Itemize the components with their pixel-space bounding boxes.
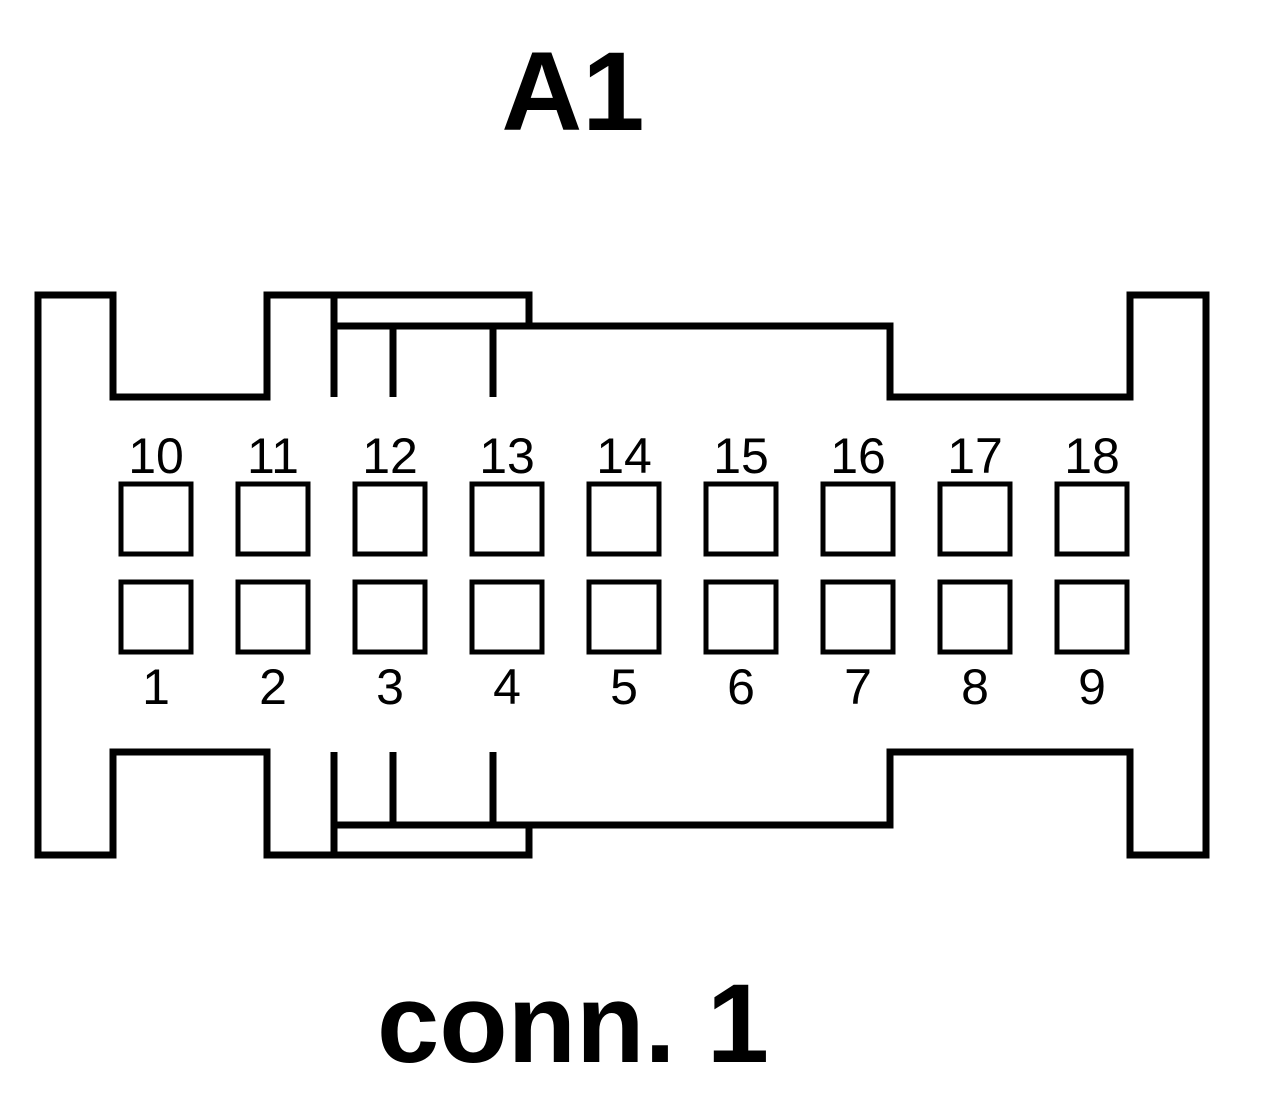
pin-cavity-13 xyxy=(469,481,545,557)
pin-number-6: 6 xyxy=(727,659,755,715)
pin-cavity-6 xyxy=(703,579,779,655)
pin-cavity-3 xyxy=(352,579,428,655)
bottom-latch xyxy=(330,752,529,855)
pin-number-2: 2 xyxy=(259,659,287,715)
pin-cavity-5 xyxy=(586,579,662,655)
pin-number-3: 3 xyxy=(376,659,404,715)
pin-number-11: 11 xyxy=(247,428,299,484)
top-latch xyxy=(330,295,529,397)
pin-cavity-16 xyxy=(820,481,896,557)
pin-cavity-15 xyxy=(703,481,779,557)
pin-number-17: 17 xyxy=(947,428,1003,484)
connector-name-label: conn. 1 xyxy=(377,961,769,1086)
pin-cavity-14 xyxy=(586,481,662,557)
pin-cavity-1 xyxy=(118,579,194,655)
pin-cavity-10 xyxy=(118,481,194,557)
pin-number-1: 1 xyxy=(142,659,170,715)
pin-cavity-11 xyxy=(235,481,311,557)
pin-cavity-4 xyxy=(469,579,545,655)
pin-cavity-9 xyxy=(1054,579,1130,655)
pin-cavity-12 xyxy=(352,481,428,557)
connector-id-title: A1 xyxy=(501,29,644,154)
pin-number-5: 5 xyxy=(610,659,638,715)
pin-cavity-2 xyxy=(235,579,311,655)
pin-number-12: 12 xyxy=(362,428,418,484)
pin-cavity-18 xyxy=(1054,481,1130,557)
pin-number-7: 7 xyxy=(844,659,872,715)
pin-number-16: 16 xyxy=(830,428,886,484)
pin-number-18: 18 xyxy=(1064,428,1120,484)
pin-cavity-17 xyxy=(937,481,1013,557)
pin-number-10: 10 xyxy=(128,428,184,484)
pin-cavity-7 xyxy=(820,579,896,655)
pin-cavity-8 xyxy=(937,579,1013,655)
pin-number-9: 9 xyxy=(1078,659,1106,715)
pin-number-13: 13 xyxy=(479,428,535,484)
pin-number-8: 8 xyxy=(961,659,989,715)
pin-number-4: 4 xyxy=(493,659,521,715)
pin-number-14: 14 xyxy=(596,428,652,484)
connector-housing xyxy=(34,291,1210,859)
pin-number-15: 15 xyxy=(713,428,769,484)
